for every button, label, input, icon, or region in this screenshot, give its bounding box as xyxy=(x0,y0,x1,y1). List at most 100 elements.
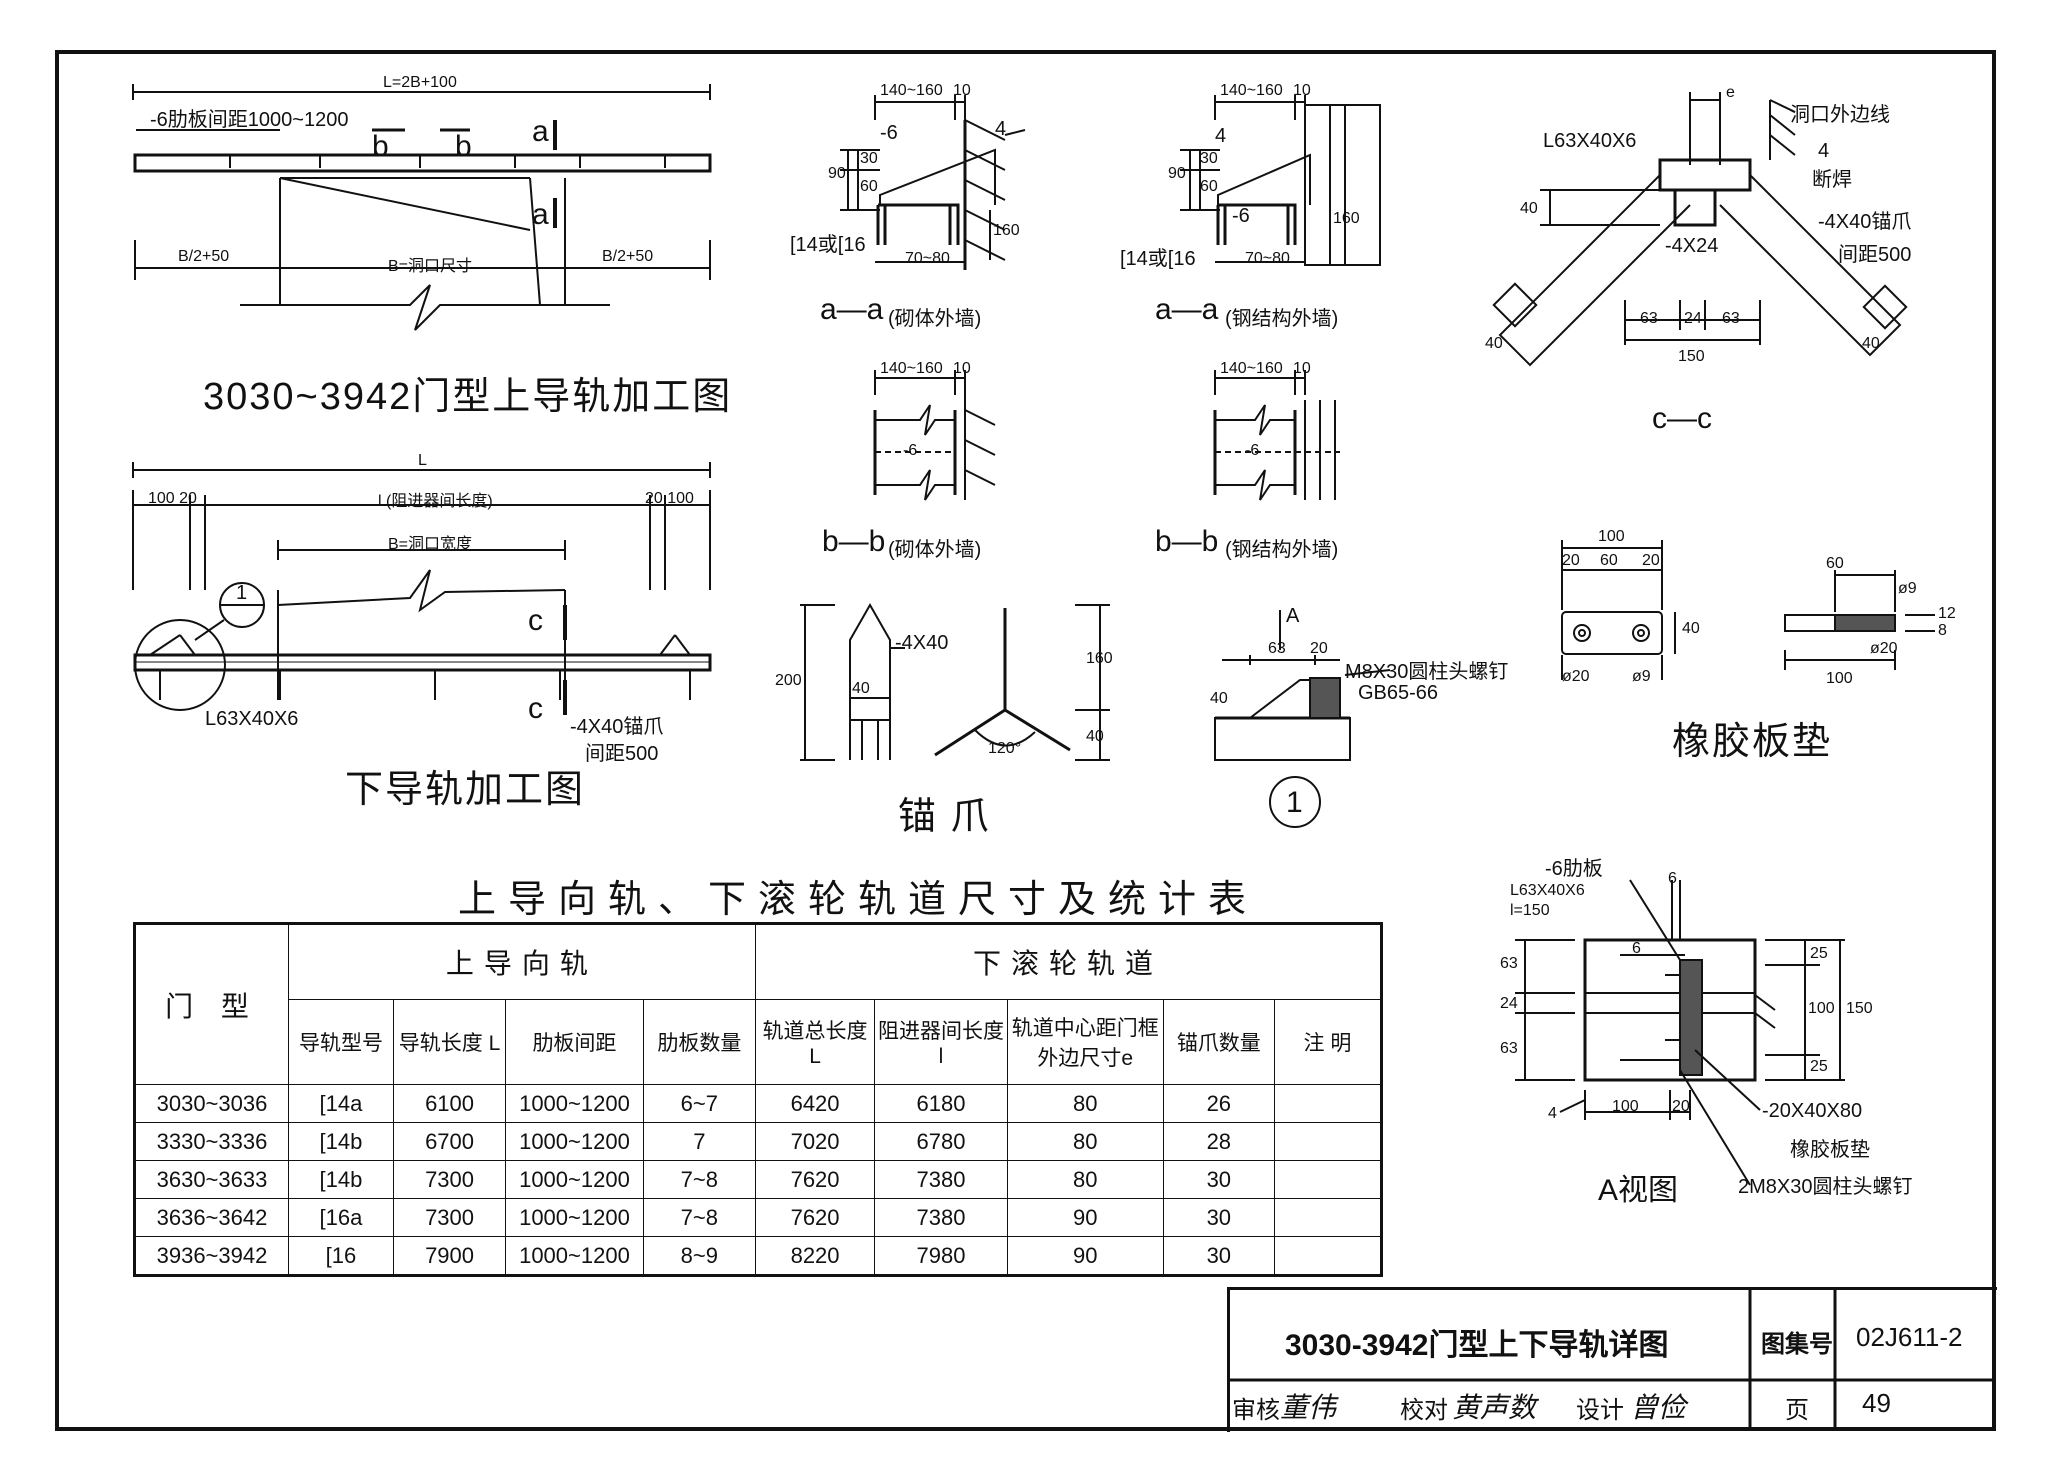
check-label: 校对 xyxy=(1400,1397,1448,1424)
cc-edge: 洞口外边线 xyxy=(1790,104,1890,126)
upper-rail-title: 3030~3942门型上导轨加工图 xyxy=(203,376,733,418)
aa-m-weld: 4 xyxy=(995,118,1007,140)
bb-m-caption-note: (砌体外墙) xyxy=(888,539,982,561)
cc-plate: -4X24 xyxy=(1665,235,1719,257)
va-dim-24: 24 xyxy=(1500,995,1518,1012)
pad-dim-60: 60 xyxy=(1600,552,1618,569)
table-cell: 8220 xyxy=(754,1236,876,1276)
table-cell: [14b xyxy=(287,1122,394,1161)
detail1-view-a: A xyxy=(1286,605,1300,627)
pad-title: 橡胶板垫 xyxy=(1672,721,1833,763)
section-mark-b-2: b xyxy=(455,130,472,163)
col-stopper-length: 阻进器间长度 l xyxy=(874,999,1008,1085)
col-rib-spacing: 肋板间距 xyxy=(505,999,644,1085)
bb-s-caption: b—b xyxy=(1155,525,1219,558)
bb-m-caption: b—b xyxy=(822,525,886,558)
table-cell: 30 xyxy=(1162,1198,1275,1237)
table-cell: 7380 xyxy=(874,1160,1008,1199)
pad-hole-20: ø20 xyxy=(1562,668,1590,685)
aa-s-caption-note: (钢结构外墙) xyxy=(1225,308,1339,330)
va-dim-25a: 25 xyxy=(1810,945,1828,962)
bb-m-rib: -6 xyxy=(903,442,918,459)
va-dim-63b: 63 xyxy=(1500,1040,1518,1057)
cc-dim-40-right: 40 xyxy=(1862,335,1880,352)
pad-dim-8: 8 xyxy=(1938,622,1947,639)
aa-s-dim-160: 160 xyxy=(1333,210,1360,227)
table-cell: 3330~3336 xyxy=(134,1122,289,1161)
table-cell: 30 xyxy=(1162,1160,1275,1199)
section-mark-a-2: a xyxy=(532,198,549,231)
table-cell: 6700 xyxy=(392,1122,507,1161)
table-cell: 6100 xyxy=(392,1084,507,1123)
aa-m-dim-160: 160 xyxy=(993,222,1020,239)
aa-s-channel: [14或[16 xyxy=(1120,248,1196,270)
lower-angle-label: L63X40X6 xyxy=(205,708,299,730)
col-rail-length: 导轨长度 L xyxy=(392,999,507,1085)
table-cell xyxy=(1273,1084,1383,1123)
table-cell: 7620 xyxy=(754,1198,876,1237)
table-title: 上导向轨、下滚轮轨道尺寸及统计表 xyxy=(458,879,1259,921)
cc-dim-150: 150 xyxy=(1678,348,1705,365)
table-cell: 80 xyxy=(1006,1122,1164,1161)
aa-m-dim-top: 140~160 xyxy=(880,82,943,99)
table-cell: 6~7 xyxy=(642,1084,756,1123)
claw-dim-40b: 40 xyxy=(1086,728,1104,745)
table-cell: 7~8 xyxy=(642,1198,756,1237)
aa-s-dim-30: 30 xyxy=(1200,150,1218,167)
section-aa-masonry-drawing xyxy=(840,95,1026,270)
detail-callout: 1 xyxy=(236,582,248,604)
bb-s-caption-note: (钢结构外墙) xyxy=(1225,539,1339,561)
col-rail-model: 导轨型号 xyxy=(287,999,394,1085)
table-cell: 7020 xyxy=(754,1122,876,1161)
claw-plate: -4X40 xyxy=(895,632,949,654)
title-block: 3030-3942门型上下导轨详图 图集号 02J611-2 审核 董伟 校对 … xyxy=(1227,1287,1997,1432)
table-cell: 1000~1200 xyxy=(505,1236,644,1276)
design-signature: 曾俭 xyxy=(1630,1391,1687,1424)
table-cell xyxy=(1273,1122,1383,1161)
cc-dim-40: 40 xyxy=(1520,200,1538,217)
section-bb-masonry-drawing xyxy=(873,370,996,501)
section-cc-drawing xyxy=(1492,92,1908,367)
title-block-lines xyxy=(1227,1289,1994,1429)
claw-dim-160: 160 xyxy=(1086,650,1113,667)
lower-anchor-label: -4X40锚爪 xyxy=(570,716,664,738)
col-claw-count: 锚爪数量 xyxy=(1162,999,1275,1085)
table-cell: 6780 xyxy=(874,1122,1008,1161)
aa-s-caption: a—a xyxy=(1155,293,1219,326)
table-cell: 80 xyxy=(1006,1160,1164,1199)
va-bolt: 2M8X30圆柱头螺钉 xyxy=(1738,1176,1913,1198)
va-dim-6b: 6 xyxy=(1632,940,1641,957)
detail1-dim-20: 20 xyxy=(1310,640,1328,657)
claw-angle: 120° xyxy=(988,740,1022,757)
table-cell: 3630~3633 xyxy=(134,1160,289,1199)
cc-dim-40-left: 40 xyxy=(1485,335,1503,352)
va-dim-6: 6 xyxy=(1668,870,1677,887)
aa-s-dim-bottom: 70~80 xyxy=(1245,250,1290,267)
table-cell: 6420 xyxy=(754,1084,876,1123)
table-cell: 7900 xyxy=(392,1236,507,1276)
table-cell: 1000~1200 xyxy=(505,1160,644,1199)
va-rib: -6肋板 xyxy=(1545,858,1603,880)
pad-dim-60b: 60 xyxy=(1826,555,1844,572)
pad-dim-20c: ø20 xyxy=(1870,640,1898,657)
check-signature: 黄声数 xyxy=(1452,1391,1537,1424)
page-number: 49 xyxy=(1862,1388,1891,1418)
pad-dim-100: 100 xyxy=(1598,528,1625,545)
va-title: A视图 xyxy=(1598,1174,1679,1207)
va-dim-150: 150 xyxy=(1846,1000,1873,1017)
rib-spacing-note: -6肋板间距1000~1200 xyxy=(150,109,349,131)
bb-s-dim-top: 140~160 xyxy=(1220,360,1283,377)
table-cell: [14a xyxy=(287,1084,394,1123)
upper-rail-elevation xyxy=(132,84,712,331)
anchor-claw-drawing xyxy=(800,602,1110,761)
pad-dim-100b: 100 xyxy=(1826,670,1853,687)
table-cell: 7300 xyxy=(392,1198,507,1237)
aa-s-weld: 4 xyxy=(1215,125,1227,147)
cc-weld-note: 断焊 xyxy=(1812,169,1852,191)
pad-dim-20b: 20 xyxy=(1642,552,1660,569)
table-cell: 1000~1200 xyxy=(505,1198,644,1237)
